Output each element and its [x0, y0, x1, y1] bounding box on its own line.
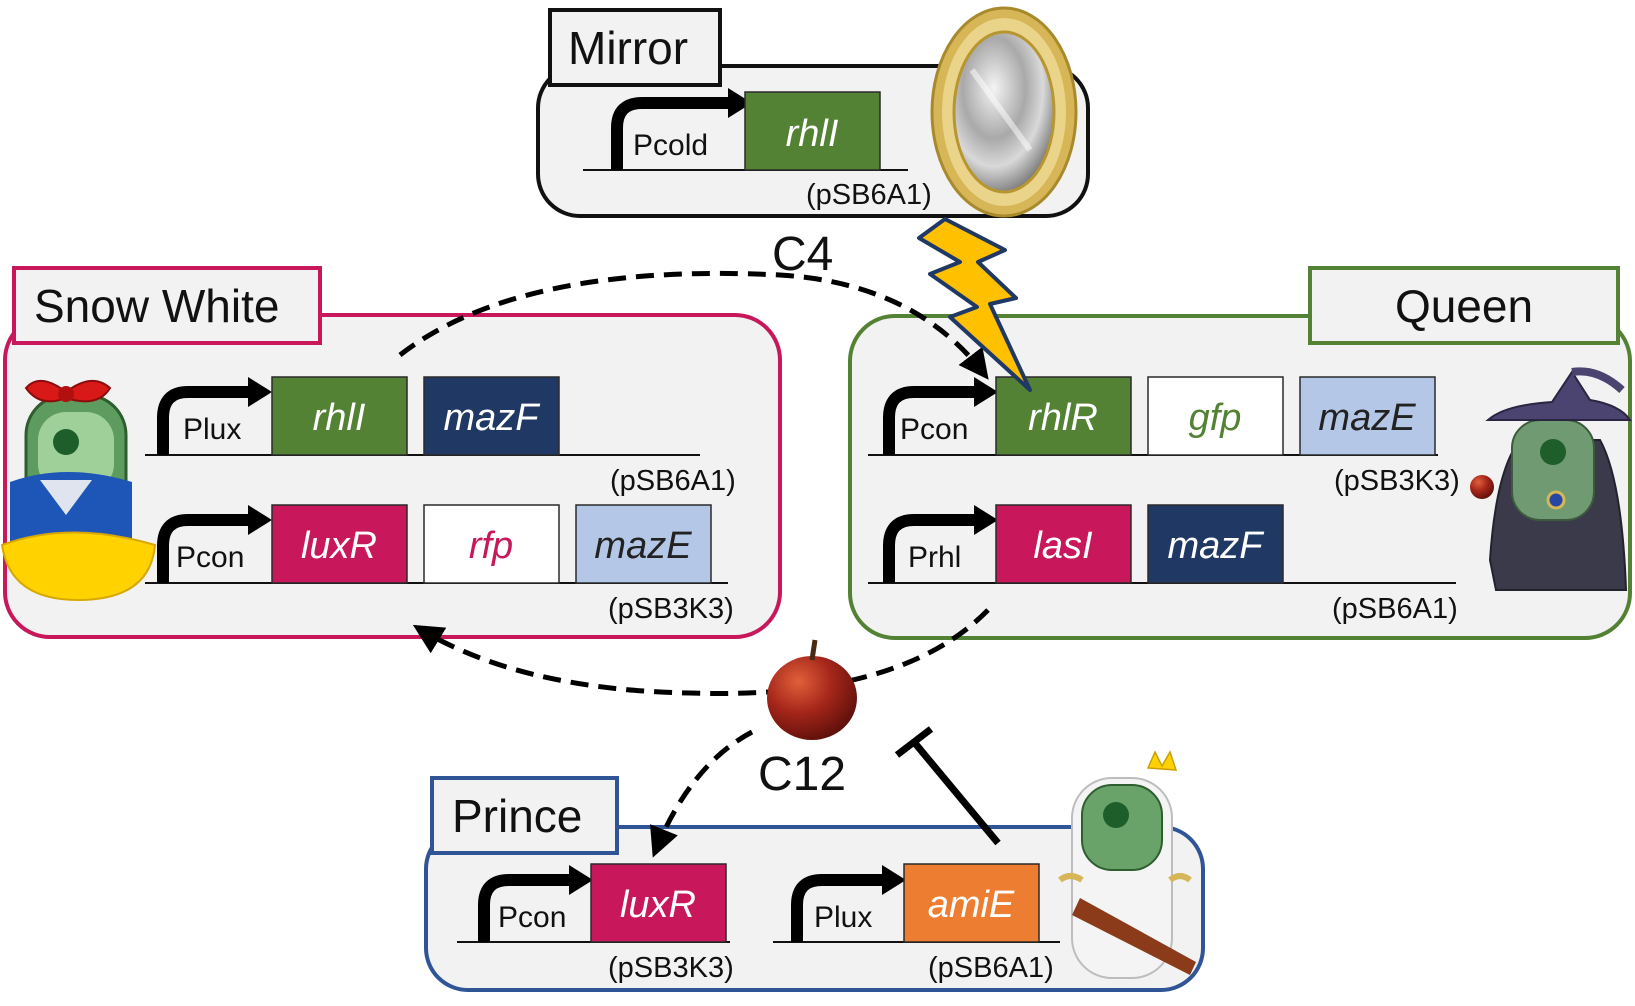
promoter-arrow [611, 88, 752, 170]
gene-rhlI-mirror [744, 91, 881, 171]
prince-part1-promoter: Pcon [498, 901, 566, 934]
c4-signal-arrow [398, 270, 989, 380]
snow-white-panel: Snow White Plux rhlI mazF (pSB6A1) Pcon … [0, 266, 782, 639]
promoter-arrow [883, 505, 998, 583]
amiE-inhibition-line [894, 726, 1001, 846]
prince-character-icon [1058, 750, 1196, 979]
gene-label: rhlI [786, 113, 839, 155]
plasmid-label: (pSB3K3) [608, 593, 734, 625]
queen-row2-promoter: Prhl [908, 541, 961, 574]
gene-label: mazE [594, 525, 692, 567]
queen-panel: Queen Pcon rhlR gfp mazE (pSB3K3) Prhl l… [848, 266, 1632, 640]
snow-white-row1-promoter: Plux [183, 413, 241, 446]
queen-title: Queen [1395, 280, 1533, 332]
snow-white-title-box [12, 266, 322, 345]
gene-label: luxR [301, 525, 377, 567]
mirror-panel: Mirror Pcold rhlI (pSB6A1) [536, 6, 1090, 218]
gene-mazF [1147, 504, 1284, 584]
promoter-arrow [157, 505, 272, 583]
gene-mazE [1299, 376, 1436, 456]
gene-mazF [423, 376, 560, 456]
gene-label: luxR [620, 884, 696, 926]
mirror-promoter-label: Pcold [633, 129, 708, 162]
gene-mazE [575, 504, 712, 584]
promoter-arrow [157, 377, 272, 455]
gene-rhlR [995, 376, 1132, 456]
gene-rfp [423, 504, 560, 584]
queen-witch-character-icon [1470, 367, 1632, 591]
plasmid-label: (pSB3K3) [608, 952, 734, 984]
queen-row1-promoter: Pcon [900, 413, 968, 446]
gene-rhlI [271, 376, 408, 456]
prince-part2-promoter: Plux [814, 901, 872, 934]
gene-label: mazF [444, 397, 541, 439]
snow-white-title: Snow White [34, 280, 279, 332]
snow-white-character-icon [0, 380, 157, 602]
plasmid-label: (pSB6A1) [928, 952, 1054, 984]
c12-signal-arrow-to-snow-white [412, 608, 990, 696]
gene-label: mazF [1168, 525, 1265, 567]
gene-label: rhlR [1028, 397, 1098, 439]
gene-label: lasI [1033, 525, 1093, 567]
plasmid-label: (pSB6A1) [1332, 593, 1458, 625]
prince-title-box [430, 776, 619, 855]
gene-amiE [903, 863, 1040, 943]
prince-title: Prince [452, 790, 582, 842]
gene-label: amiE [928, 884, 1015, 926]
snow-white-row2-promoter: Pcon [176, 541, 244, 574]
gene-luxR [271, 504, 408, 584]
queen-title-box [1308, 266, 1620, 345]
c4-signal-label: C4 [772, 228, 833, 281]
apple-icon [767, 639, 857, 740]
gene-label: gfp [1189, 397, 1242, 439]
gene-luxR [590, 863, 727, 943]
gene-lasI [995, 504, 1132, 584]
plasmid-label: (pSB6A1) [806, 179, 932, 211]
lightning-bolt-icon [917, 217, 1032, 392]
mirror-title: Mirror [568, 22, 688, 74]
prince-panel: Prince Pcon luxR (pSB3K3) Plux amiE (pSB… [424, 750, 1205, 992]
gene-label: rhlI [313, 397, 366, 439]
promoter-arrow [883, 377, 998, 455]
c12-signal-label: C12 [758, 748, 846, 801]
gene-label: mazE [1318, 397, 1416, 439]
mirror-icon [930, 6, 1078, 218]
gene-label: rfp [469, 525, 513, 567]
gene-gfp [1147, 376, 1284, 456]
promoter-arrow [791, 865, 906, 942]
mirror-title-box [548, 8, 722, 87]
c12-signal-arrow-to-prince [650, 729, 754, 858]
promoter-arrow [478, 865, 593, 942]
plasmid-label: (pSB3K3) [1334, 465, 1460, 497]
plasmid-label: (pSB6A1) [610, 465, 736, 497]
